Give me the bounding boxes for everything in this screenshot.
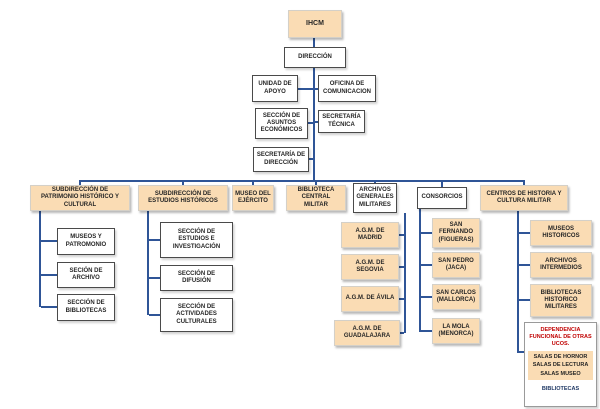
dependencia-row-salas-hornor: SALAS DE HORNOR bbox=[533, 353, 588, 360]
connector-line bbox=[421, 264, 432, 266]
org-node-agm-segovia: A.G.M. DE SEGOVIA bbox=[341, 254, 399, 280]
org-node-centros-historia: CENTROS DE HISTORIA Y CULTURA MILITAR bbox=[480, 185, 568, 211]
connector-line bbox=[306, 158, 314, 160]
connector-line bbox=[404, 213, 406, 333]
connector-line bbox=[147, 211, 149, 315]
connector-line bbox=[314, 121, 319, 123]
org-node-san-pedro-jaca: SAN PEDRO (JACA) bbox=[432, 252, 480, 278]
dependencia-row-salas-museo: SALAS MUSEO bbox=[540, 370, 581, 377]
org-node-consorcios: CONSORCIOS bbox=[417, 187, 467, 209]
connector-line bbox=[519, 299, 530, 301]
connector-line bbox=[39, 211, 41, 307]
org-node-oficina-comunicacion: OFICINA DE COMUNICACION bbox=[318, 75, 376, 102]
dependencia-footer-bibliotecas: BIBLIOTECAS bbox=[541, 386, 580, 393]
dependencia-funcional-panel: DEPENDENCIA FUNCIONAL DE OTRAS UCOS. SAL… bbox=[524, 322, 597, 407]
connector-line bbox=[519, 232, 530, 234]
connector-line bbox=[517, 211, 519, 353]
connector-line bbox=[523, 180, 525, 186]
connector-line bbox=[314, 88, 319, 90]
connector-line bbox=[399, 266, 404, 268]
connector-line bbox=[298, 88, 314, 90]
dependencia-rooms-band: SALAS DE HORNOR SALAS DE LECTURA SALAS M… bbox=[528, 350, 593, 381]
org-node-seccion-estudios-investigacion: SECCIÓN DE ESTUDIOS E INVESTIGACIÓN bbox=[160, 222, 233, 258]
org-node-museos-y-patromonio: MUSEOS Y PATROMONIO bbox=[57, 228, 115, 255]
connector-line bbox=[306, 122, 314, 124]
org-node-san-fernando-figueras: SAN FERNANDO (FIGUERAS) bbox=[432, 218, 480, 248]
connector-line bbox=[419, 209, 421, 332]
connector-line bbox=[399, 298, 404, 300]
org-node-subdireccion-estudios: SUBDIRECCIÓN DE ESTUDIOS HISTÓRICOS bbox=[138, 185, 228, 211]
org-node-ihcm: IHCM bbox=[288, 10, 342, 38]
org-node-bibliotecas-historico-militares: BIBLIOTECAS HISTORICO MILITARES bbox=[530, 284, 592, 317]
connector-line bbox=[41, 240, 57, 242]
connector-line bbox=[421, 296, 432, 298]
connector-line bbox=[441, 180, 443, 188]
org-node-la-mola-menorca: LA MOLA (MENORCA) bbox=[432, 318, 480, 344]
connector-line bbox=[313, 38, 315, 48]
connector-line bbox=[421, 330, 432, 332]
org-node-seccion-bibliotecas: SECCIÓN DE BIBLIOTECAS bbox=[57, 294, 115, 321]
connector-line bbox=[79, 180, 525, 182]
org-node-museos-historicos: MUSEOS HISTORICOS bbox=[530, 220, 592, 246]
connector-line bbox=[41, 306, 57, 308]
connector-line bbox=[149, 314, 160, 316]
org-node-museo-ejercito: MUSEO DEL EJÉRCITO bbox=[232, 185, 274, 211]
org-node-direccion: DIRECCIÓN bbox=[284, 47, 346, 68]
org-node-archivos-intermedios: ARCHIVOS INTERMEDIOS bbox=[530, 252, 592, 278]
connector-line bbox=[149, 239, 160, 241]
connector-line bbox=[400, 332, 404, 334]
connector-line bbox=[149, 277, 160, 279]
connector-line bbox=[182, 180, 184, 186]
connector-line bbox=[519, 264, 530, 266]
org-node-biblioteca-central-militar: BIBLIOTECA CENTRAL MILITAR bbox=[286, 185, 346, 211]
org-node-unidad-apoyo: UNIDAD DE APOYO bbox=[252, 75, 298, 102]
org-node-subdireccion-patrimonio: SUBDIRECCIÓN DE PATRIMONIO HISTÓRICO Y C… bbox=[30, 185, 130, 211]
org-node-seccion-asuntos-economicos: SECCIÓN DE ASUNTOS ECONÓMICOS bbox=[255, 108, 308, 139]
org-node-secion-archivo: SECIÓN DE ARCHIVO bbox=[57, 262, 115, 288]
connector-line bbox=[421, 232, 432, 234]
connector-line bbox=[519, 351, 524, 353]
org-node-secretaria-tecnica: SECRETARÍA TÉCNICA bbox=[318, 110, 365, 133]
org-node-agm-guadalajara: A.G.M. DE GUADALAJARA bbox=[334, 320, 400, 346]
org-node-seccion-actividades-culturales: SECCIÓN DE ACTIVIDADES CULTURALES bbox=[160, 298, 233, 332]
connector-line bbox=[79, 180, 81, 186]
connector-line bbox=[399, 234, 404, 236]
org-node-agm-avila: A.G.M. DE ÁVILA bbox=[341, 286, 399, 312]
dependencia-row-salas-lectura: SALAS DE LECTURA bbox=[532, 362, 589, 369]
connector-line bbox=[252, 180, 254, 186]
org-node-san-carlos-mallorca: SAN CARLOS (MALLORCA) bbox=[432, 284, 480, 310]
org-node-secretaria-direccion: SECRETARÍA DE DIRECCIÓN bbox=[253, 147, 309, 172]
connector-line bbox=[41, 274, 57, 276]
connector-line bbox=[315, 180, 317, 186]
org-node-seccion-difusion: SECCIÓN DE DIFUSIÓN bbox=[160, 265, 233, 291]
org-node-archivos-generales-militares: ARCHIVOS GENERALES MILITARES bbox=[353, 183, 397, 213]
connector-line bbox=[313, 68, 315, 182]
org-node-agm-madrid: A.G.M. DE MADRID bbox=[341, 222, 399, 248]
dependencia-title: DEPENDENCIA FUNCIONAL DE OTRAS UCOS. bbox=[529, 327, 592, 347]
